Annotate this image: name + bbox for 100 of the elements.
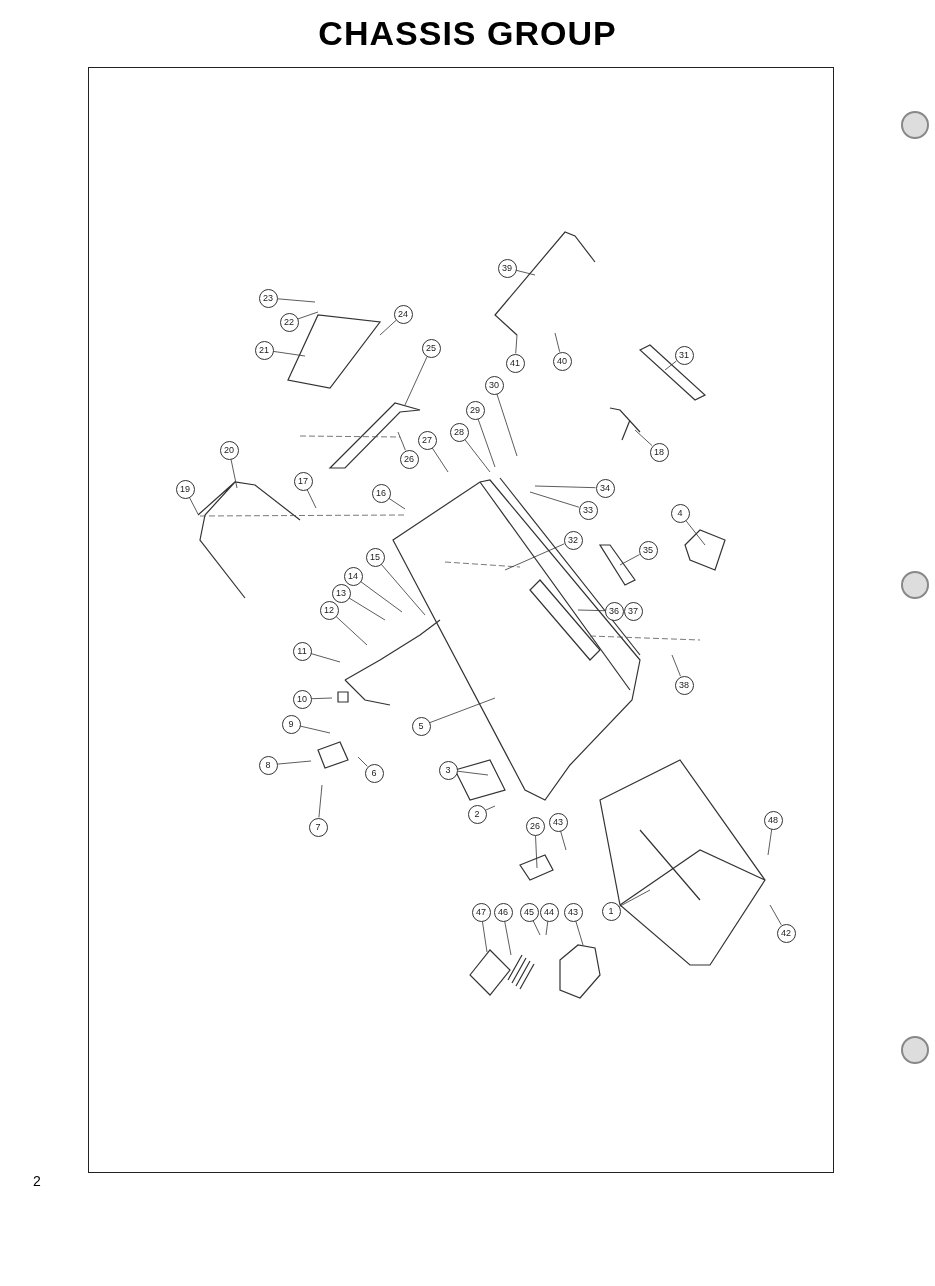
callout-number: 39 xyxy=(497,258,517,278)
leader-line xyxy=(485,805,496,811)
callout-number: 7 xyxy=(308,817,328,837)
callout-number: 24 xyxy=(393,304,413,324)
callout-number: 36 xyxy=(604,601,624,621)
callout-number: 23 xyxy=(258,288,278,308)
callout-number: 2 xyxy=(467,804,487,824)
leader-line xyxy=(230,458,238,489)
leader-line xyxy=(634,429,653,446)
callout-number: 1 xyxy=(601,901,621,921)
leader-line xyxy=(671,654,681,677)
leader-line xyxy=(348,597,386,621)
leader-line xyxy=(318,784,323,818)
callout-number: 4 xyxy=(670,503,690,523)
leader-line xyxy=(535,835,538,869)
leader-line xyxy=(388,497,406,510)
leader-line xyxy=(297,311,319,320)
callout-number: 27 xyxy=(417,430,437,450)
callout-number: 16 xyxy=(371,483,391,503)
leader-line xyxy=(545,921,549,936)
leader-line xyxy=(482,921,488,953)
callout-number: 18 xyxy=(649,442,669,462)
callout-number: 33 xyxy=(578,500,598,520)
leader-line xyxy=(534,485,596,489)
leader-line xyxy=(560,830,567,851)
callout-number: 32 xyxy=(563,530,583,550)
leader-line xyxy=(311,697,333,700)
leader-line xyxy=(273,351,306,357)
leader-line xyxy=(310,653,341,663)
leader-line xyxy=(189,497,199,515)
callout-number: 42 xyxy=(776,923,796,943)
leader-line xyxy=(429,697,496,723)
leader-line xyxy=(496,393,518,457)
leader-line xyxy=(306,489,317,509)
callout-number: 26 xyxy=(399,449,419,469)
callout-number: 38 xyxy=(674,675,694,695)
callout-number: 31 xyxy=(674,345,694,365)
callout-number: 19 xyxy=(175,479,195,499)
leader-line xyxy=(685,520,706,546)
leader-line xyxy=(357,756,368,767)
leader-line xyxy=(577,609,605,612)
leader-line xyxy=(504,920,512,956)
callout-number: 26 xyxy=(525,816,545,836)
callout-number: 40 xyxy=(552,351,572,371)
leader-line xyxy=(529,491,580,508)
leader-line xyxy=(397,431,406,451)
leader-line xyxy=(554,332,561,353)
leader-line xyxy=(515,269,536,276)
callout-number: 14 xyxy=(343,566,363,586)
callout-number: 6 xyxy=(364,763,384,783)
leader-line xyxy=(619,554,640,566)
callout-number: 44 xyxy=(539,902,559,922)
callout-number: 30 xyxy=(484,375,504,395)
leader-line xyxy=(504,543,565,571)
callout-number: 41 xyxy=(505,353,525,373)
leader-line xyxy=(464,439,491,473)
leader-line xyxy=(619,889,651,907)
callout-number: 28 xyxy=(449,422,469,442)
callout-number: 13 xyxy=(331,583,351,603)
leader-line xyxy=(431,447,449,473)
leader-line xyxy=(515,334,518,354)
callout-number: 46 xyxy=(493,902,513,922)
callout-number: 9 xyxy=(281,714,301,734)
callout-number: 8 xyxy=(258,755,278,775)
callout-number: 29 xyxy=(465,400,485,420)
leader-line xyxy=(664,360,677,371)
leader-line xyxy=(404,356,428,406)
callout-number: 48 xyxy=(763,810,783,830)
leader-line xyxy=(360,581,403,613)
leader-line xyxy=(767,829,773,856)
callout-number: 34 xyxy=(595,478,615,498)
callout-number: 37 xyxy=(623,601,643,621)
leader-line xyxy=(335,616,368,646)
leader-line xyxy=(277,760,312,765)
callout-number: 20 xyxy=(219,440,239,460)
callout-number: 12 xyxy=(319,600,339,620)
callout-number: 11 xyxy=(292,641,312,661)
callout-number: 3 xyxy=(438,760,458,780)
callout-number: 43 xyxy=(548,812,568,832)
leader-line xyxy=(277,298,316,303)
leader-line xyxy=(532,920,541,936)
leader-line xyxy=(379,320,397,336)
callout-number: 45 xyxy=(519,902,539,922)
callout-number: 17 xyxy=(293,471,313,491)
callout-number: 5 xyxy=(411,716,431,736)
leader-line xyxy=(457,770,489,776)
callout-number: 43 xyxy=(563,902,583,922)
callout-number: 15 xyxy=(365,547,385,567)
callout-number: 10 xyxy=(292,689,312,709)
callout-number: 47 xyxy=(471,902,491,922)
callout-number: 22 xyxy=(279,312,299,332)
leader-line xyxy=(575,920,584,946)
leader-line xyxy=(477,418,496,468)
callout-number: 35 xyxy=(638,540,658,560)
page-title: CHASSIS GROUP xyxy=(317,14,618,53)
callout-number: 21 xyxy=(254,340,274,360)
leader-line xyxy=(769,904,782,926)
leader-line xyxy=(299,725,331,734)
callout-number: 25 xyxy=(421,338,441,358)
leader-line xyxy=(380,563,426,616)
